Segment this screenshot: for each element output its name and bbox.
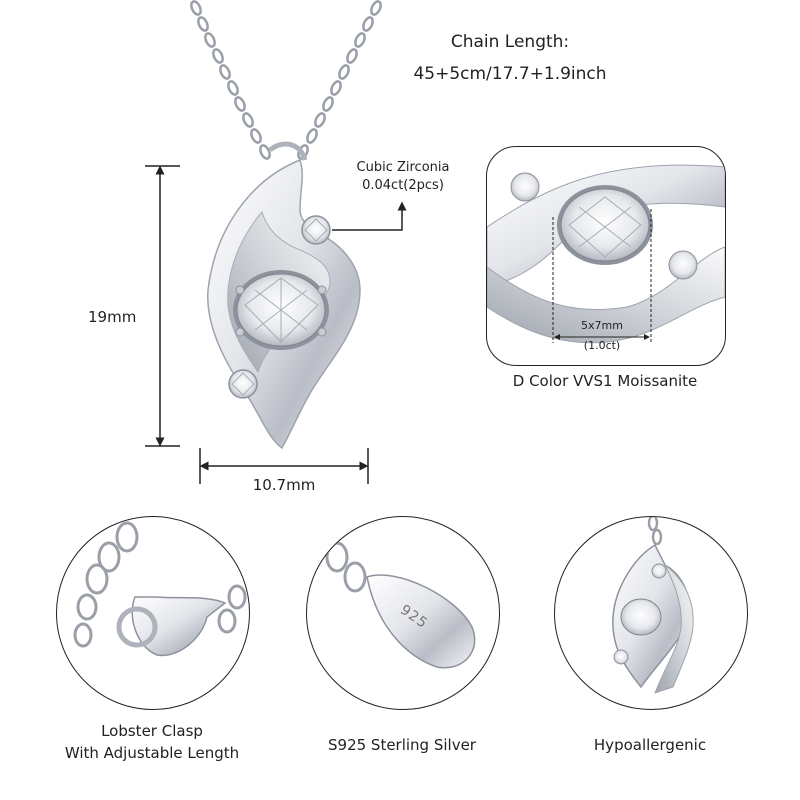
feature-lobster-clasp-line2: With Adjustable Length: [64, 744, 240, 762]
chain-length-title: Chain Length:: [450, 32, 570, 52]
feature-sterling-silver: S925 Sterling Silver: [328, 736, 476, 754]
side-stone-weight: 0.04ct(2pcs): [362, 178, 444, 193]
main-stone-closeup: 5x7mm (1.0ct): [486, 146, 726, 366]
side-stone-name: Cubic Zirconia: [356, 160, 450, 175]
pendant-width-label: 10.7mm: [252, 476, 316, 494]
lobster-clasp-image: [73, 521, 247, 657]
main-stone-carat: (1.0ct): [583, 339, 621, 352]
hypoallergenic-circle: [554, 516, 748, 710]
sterling-silver-tag-image: [325, 541, 476, 669]
main-stone-size: 5x7mm: [581, 319, 623, 332]
feature-lobster-clasp-line1: Lobster Clasp: [101, 722, 203, 740]
feature-hypoallergenic: Hypoallergenic: [593, 736, 707, 754]
chain-right: [297, 0, 382, 160]
chain-length-value: 45+5cm/17.7+1.9inch: [413, 64, 607, 84]
sterling-silver-circle: 925: [306, 516, 500, 710]
hypoallergenic-image: [612, 517, 694, 694]
chain-left: [190, 0, 271, 160]
main-stone-caption: D Color VVS1 Moissanite: [512, 372, 698, 390]
main-stone-closeup-image: [487, 164, 725, 344]
pendant-height-label: 19mm: [88, 308, 137, 326]
lobster-clasp-circle: [56, 516, 250, 710]
